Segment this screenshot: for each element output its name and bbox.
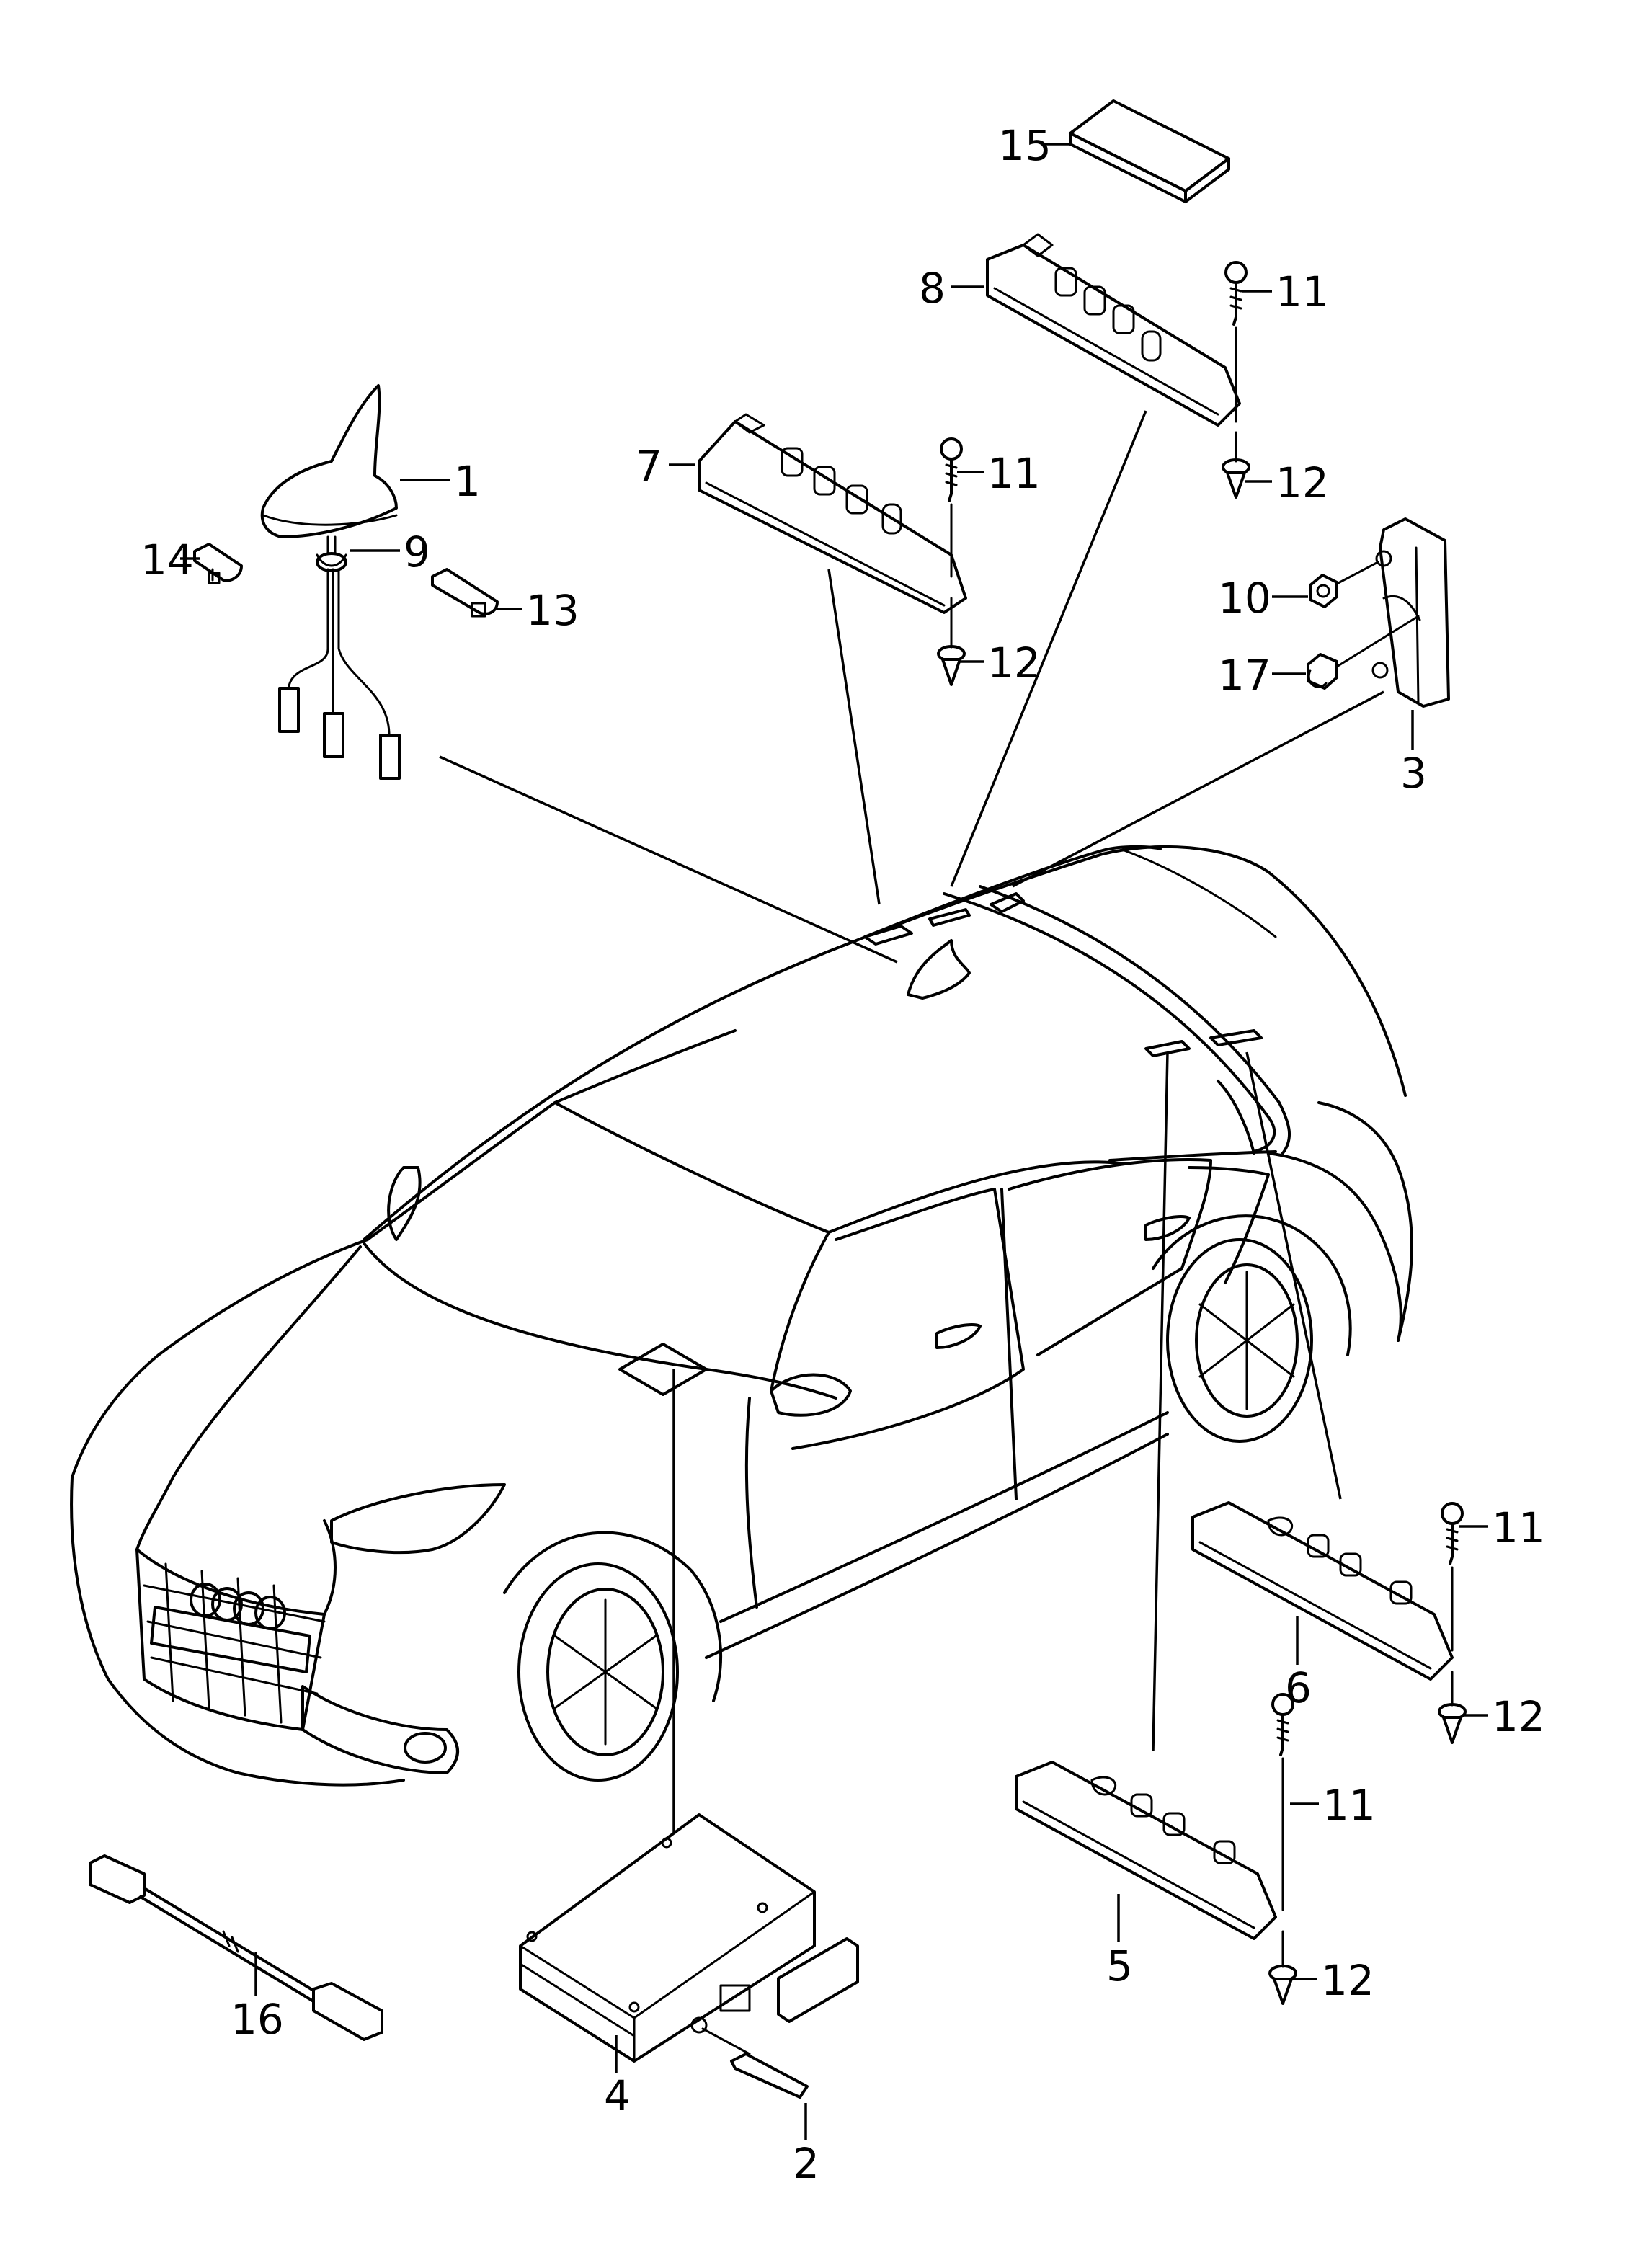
callout-15: 15 [998,121,1051,170]
roof-mount-markers [863,892,1263,1057]
clip-icon [1438,1671,1467,1744]
part-9-grommet [316,553,347,567]
callout-9: 9 [404,528,430,577]
clip-icon [1222,431,1250,499]
fasteners [937,261,1467,2005]
callout-8: 8 [919,264,946,313]
callout-12: 12 [987,639,1041,688]
callout-7: 7 [636,442,662,491]
callout-11: 11 [1492,1503,1545,1552]
callout-3: 3 [1400,749,1427,798]
callout-12: 12 [1276,458,1329,507]
screw-icon [1224,261,1248,423]
callout-17: 17 [1218,651,1271,700]
callout-1: 1 [454,457,481,506]
callout-16: 16 [231,1995,284,2044]
callout-2: 2 [793,2139,819,2188]
part-7-amplifier [698,413,967,614]
screw-icon [1271,1693,1294,1911]
callout-14: 14 [141,535,194,584]
callout-11: 11 [1322,1781,1376,1830]
screw-icon [1441,1502,1464,1652]
connector-lines [439,410,1384,1838]
callout-12: 12 [1492,1692,1545,1741]
car-body [70,845,1413,1787]
part-14-clip [193,543,243,584]
part-5-amplifier [1015,1761,1277,1940]
callout-labels: 15 8 11 12 7 11 12 1 9 14 13 10 17 3 11 … [141,121,1545,2188]
part-2-connector-clip [701,2027,809,2099]
clip-icon [937,597,966,686]
part-8-amplifier [986,233,1241,427]
part-3-bracket [1335,517,1450,708]
callout-13: 13 [526,586,579,635]
screw-icon [940,437,963,578]
part-13-clip [431,568,499,618]
part-6-amplifier [1191,1501,1454,1681]
part-1-roof-antenna [260,384,401,780]
callout-5: 5 [1106,1942,1133,1991]
nut-10-icon [1309,574,1338,608]
callout-11: 11 [987,449,1041,498]
nut-17-icon [1307,653,1338,690]
clip-icon [1268,1930,1297,2005]
part-4-control-unit [519,1813,859,2063]
part-16-adapter-cable [89,1854,383,2041]
callout-12: 12 [1321,1956,1374,2005]
callout-11: 11 [1276,267,1329,316]
callout-10: 10 [1218,574,1271,623]
callout-leaders [180,143,1488,2140]
callout-4: 4 [604,2071,631,2120]
part-15-box [1069,99,1230,203]
callout-6: 6 [1285,1663,1312,1712]
